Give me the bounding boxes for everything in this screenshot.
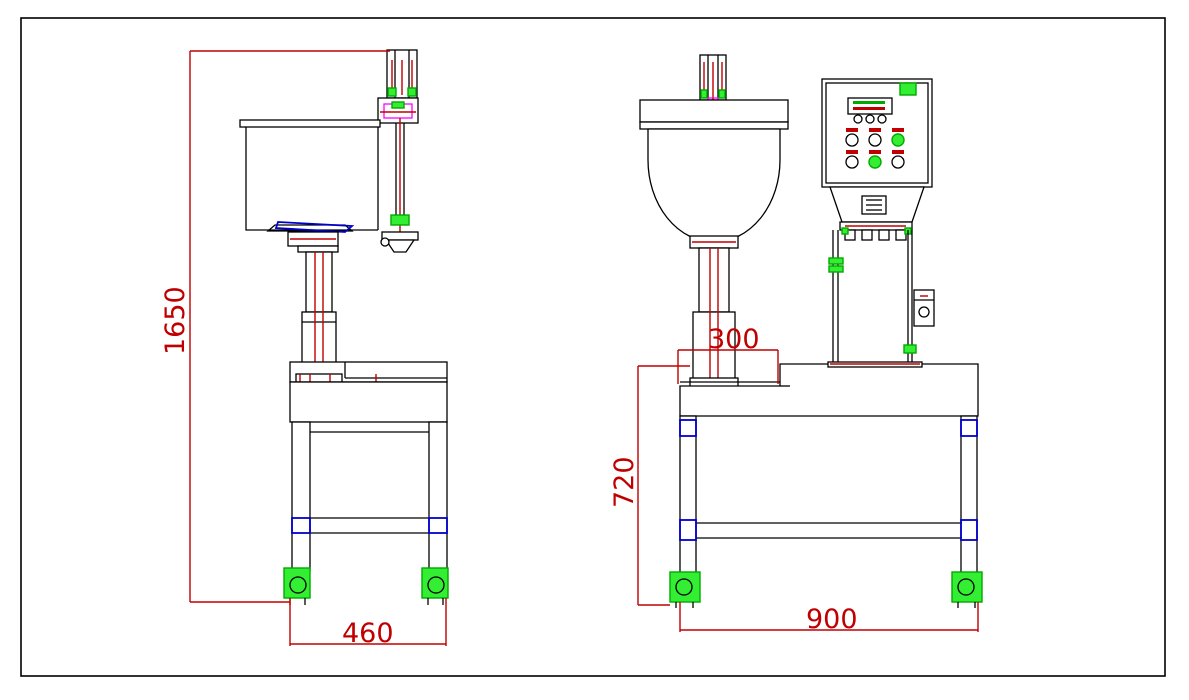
side-wheel-right [421,567,449,605]
front-wheel-left [669,571,701,608]
dimension-900: 900 [679,602,979,635]
dimension-300: 300 [677,324,779,384]
front-wheel-right [951,571,983,608]
dimension-label-460: 460 [342,618,394,649]
side-wheel-left [283,567,311,605]
side-motor [377,49,419,124]
dimension-label-1650: 1650 [160,286,191,355]
drawing-frame [20,17,1166,677]
dimension-label-300: 300 [708,324,760,355]
front-air-filter [903,289,935,354]
side-table [289,361,448,571]
front-table [679,361,979,575]
front-control-box [821,78,933,241]
dimension-1650: 1650 [160,50,390,603]
dimension-720: 720 [609,365,690,606]
front-bowl [639,99,789,249]
dimension-label-900: 900 [806,604,858,635]
side-outlet-valve [380,214,419,253]
front-view: 300 720 900 [609,54,983,635]
dimension-label-720: 720 [609,456,640,508]
side-tank [239,119,381,232]
dimension-460: 460 [289,598,447,649]
side-view: 1650 460 [160,49,449,649]
